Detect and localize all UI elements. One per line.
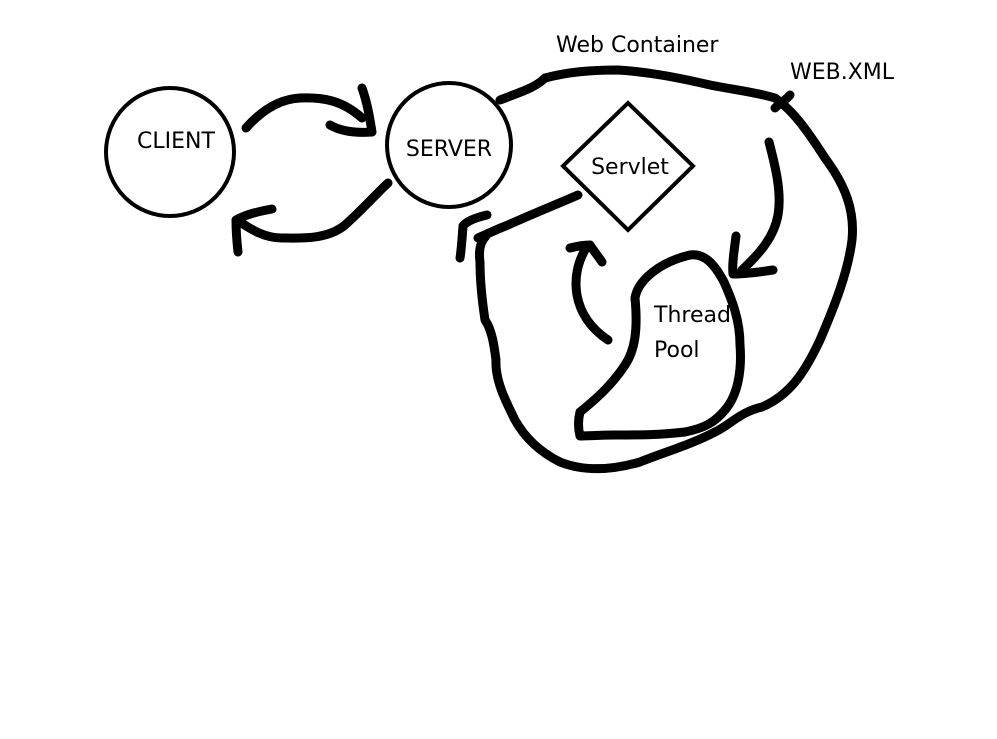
- web-xml-label: WEB.XML: [790, 60, 895, 85]
- servlet-arrow-shaft: [473, 190, 583, 243]
- servlet-diamond: [560, 100, 696, 233]
- response-arrowhead: [231, 204, 277, 257]
- request-arrowhead: [325, 83, 377, 137]
- web-xml-leader: [770, 90, 795, 113]
- threadpool-arrow-shaft: [571, 245, 613, 345]
- client-label: CLIENT: [137, 129, 215, 154]
- webxml-to-threadpool-arrow: [728, 137, 784, 279]
- server-node: SERVER: [385, 81, 513, 209]
- servlet-label: Servlet: [591, 155, 669, 180]
- client-to-server-arrow: [241, 83, 377, 137]
- request-arrow-shaft: [241, 93, 367, 133]
- server-circle: [385, 81, 513, 209]
- client-circle: [104, 86, 236, 218]
- webxml-arrow-shaft: [737, 137, 784, 275]
- servlet-to-server-arrow: [455, 190, 583, 263]
- server-label: SERVER: [406, 137, 492, 162]
- server-to-client-arrow: [231, 178, 393, 257]
- threadpool-arrowhead: [565, 240, 607, 267]
- thread-pool-label-line1: Thread: [653, 303, 731, 328]
- webxml-arrowhead: [728, 231, 778, 279]
- client-node: CLIENT: [104, 86, 236, 218]
- web-container-blob: [475, 65, 858, 474]
- response-arrow-shaft: [235, 178, 393, 243]
- threadpool-to-servlet-arrow: [565, 240, 613, 345]
- thread-pool-blob: [574, 250, 745, 441]
- thread-pool-label-line2: Pool: [654, 338, 700, 363]
- servlet-node: Servlet: [560, 100, 696, 233]
- servlet-arrowhead: [455, 210, 492, 263]
- web-container-label: Web Container: [556, 33, 719, 58]
